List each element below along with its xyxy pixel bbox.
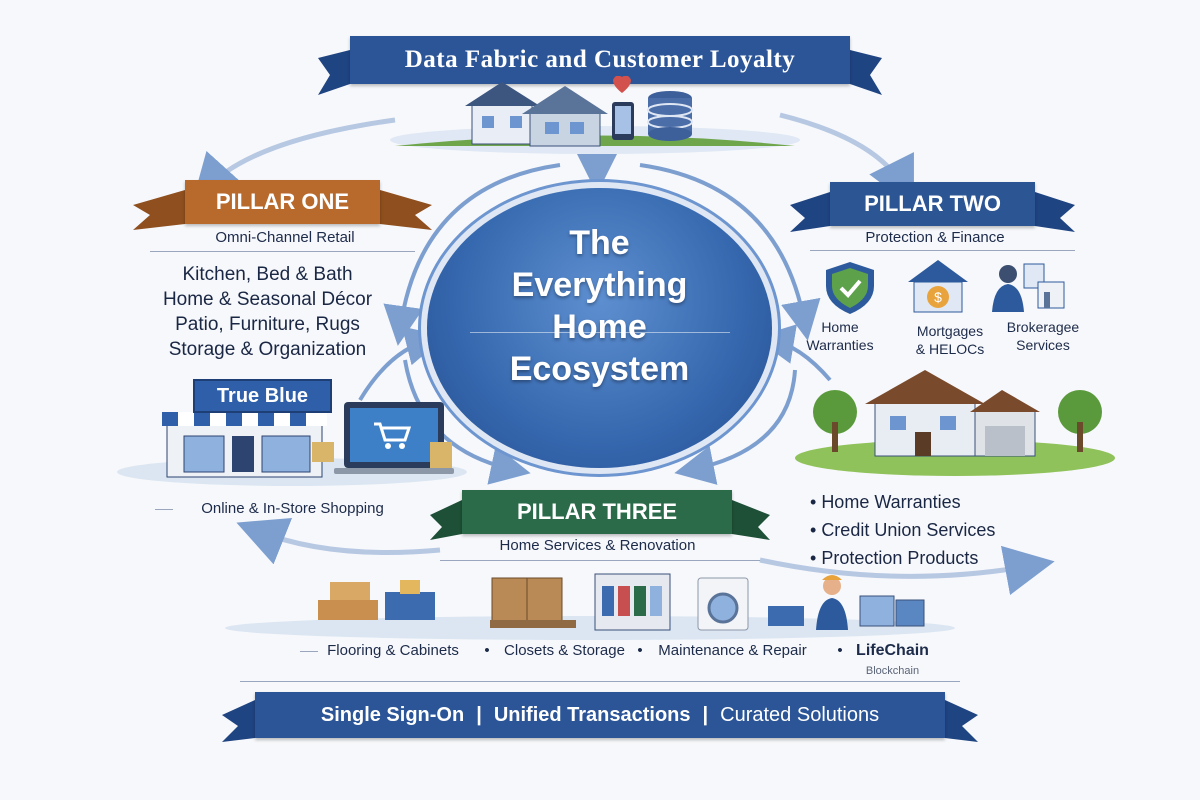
label-line: Home	[821, 319, 859, 335]
flooring-icon	[318, 580, 435, 620]
divider	[155, 509, 173, 510]
pillar-one-item: Home & Seasonal Décor	[162, 289, 373, 310]
ecosystem-title-line: The	[569, 224, 630, 262]
house-coin-icon: $	[908, 260, 968, 313]
pillar-two-bullets: Home Warranties Credit Union Services Pr…	[810, 488, 995, 572]
bullet-dot: •	[837, 642, 843, 659]
pillar-three-subtitle: Home Services & Renovation	[499, 537, 696, 554]
ecosystem-title-line: Everything	[511, 266, 688, 304]
divider	[810, 250, 1075, 251]
home-warranties-label: Home Warranties	[800, 318, 880, 354]
ecosystem-title-line: Home	[552, 308, 647, 346]
label-line: Warranties	[806, 337, 874, 353]
pillar-two-banner: PILLAR TWO	[830, 182, 1035, 226]
divider	[150, 251, 415, 252]
pillar-three-banner: PILLAR THREE	[462, 490, 732, 534]
cabinet-icon	[490, 577, 576, 628]
brokerage-label: Brokeragee Services	[998, 318, 1088, 354]
lifechain-label: LifeChain	[856, 642, 929, 659]
washer-icon	[697, 577, 804, 631]
divider	[300, 651, 318, 652]
services-illustration	[225, 573, 955, 640]
bullet-dot: •	[637, 642, 643, 659]
ecosystem-title: The Everything Home Ecosystem	[427, 222, 772, 390]
pillar-one-list: Kitchen, Bed & Bath Home & Seasonal Déco…	[145, 262, 390, 362]
pillar-three-item: Closets & Storage	[504, 642, 625, 659]
bullet-item: Credit Union Services	[810, 516, 995, 544]
technician-icon	[816, 575, 925, 630]
pillar-three-title: PILLAR THREE	[516, 499, 678, 524]
shield-check-icon	[826, 262, 874, 314]
bottom-separator: |	[702, 703, 709, 726]
top-banner-title: Data Fabric and Customer Loyalty	[404, 46, 796, 73]
divider	[440, 560, 760, 561]
bullet-item: Protection Products	[810, 544, 995, 572]
pillar-one-banner: PILLAR ONE	[185, 180, 380, 224]
divider	[240, 681, 960, 682]
ecosystem-circle	[427, 188, 772, 468]
pillar-one-item: Storage & Organization	[168, 339, 367, 360]
pillar-three-item: Maintenance & Repair	[658, 642, 807, 659]
bottom-transactions: Unified Transactions	[493, 703, 691, 726]
bottom-sso: Single Sign-On	[320, 703, 465, 726]
mortgages-label: Mortgages & HELOCs	[905, 322, 995, 358]
closet-icon	[594, 573, 671, 631]
pillar-two-title: PILLAR TWO	[864, 191, 1001, 216]
advisor-icon	[992, 263, 1065, 312]
pillar-three-item: Flooring & Cabinets	[327, 642, 459, 659]
circle-divider	[470, 332, 730, 333]
top-house-illustration	[465, 76, 693, 147]
pillar-one-item: Patio, Furniture, Rugs	[175, 314, 360, 335]
pillar-one-caption: Online & In-Store Shopping	[201, 500, 384, 517]
suburban-house-illustration	[795, 370, 1115, 476]
pillar-two-subtitle: Protection & Finance	[865, 229, 1005, 246]
pillar-one-subtitle: Omni-Channel Retail	[215, 229, 355, 246]
label-line: Services	[1016, 337, 1070, 353]
bottom-curated: Curated Solutions	[720, 703, 880, 726]
top-banner: Data Fabric and Customer Loyalty	[350, 36, 850, 84]
label-line: Mortgages	[916, 323, 984, 339]
store-sign: True Blue	[193, 379, 332, 413]
bottom-separator: |	[476, 703, 482, 726]
label-line: Brokeragee	[1006, 319, 1080, 335]
label-line: & HELOCs	[915, 341, 985, 357]
pillar-one-title: PILLAR ONE	[215, 189, 350, 214]
pillar-one-item: Kitchen, Bed & Bath	[182, 264, 353, 285]
store-laptop-illustration	[117, 402, 467, 486]
bullet-dot: •	[484, 642, 490, 659]
ecosystem-title-line: Ecosystem	[509, 350, 690, 388]
bullet-item: Home Warranties	[810, 488, 995, 516]
pillar-two-icons: $	[826, 260, 1065, 314]
svg-text:$: $	[934, 289, 942, 305]
bottom-banner: Single Sign-On | Unified Transactions | …	[255, 692, 945, 738]
blockchain-label: Blockchain	[865, 665, 920, 677]
